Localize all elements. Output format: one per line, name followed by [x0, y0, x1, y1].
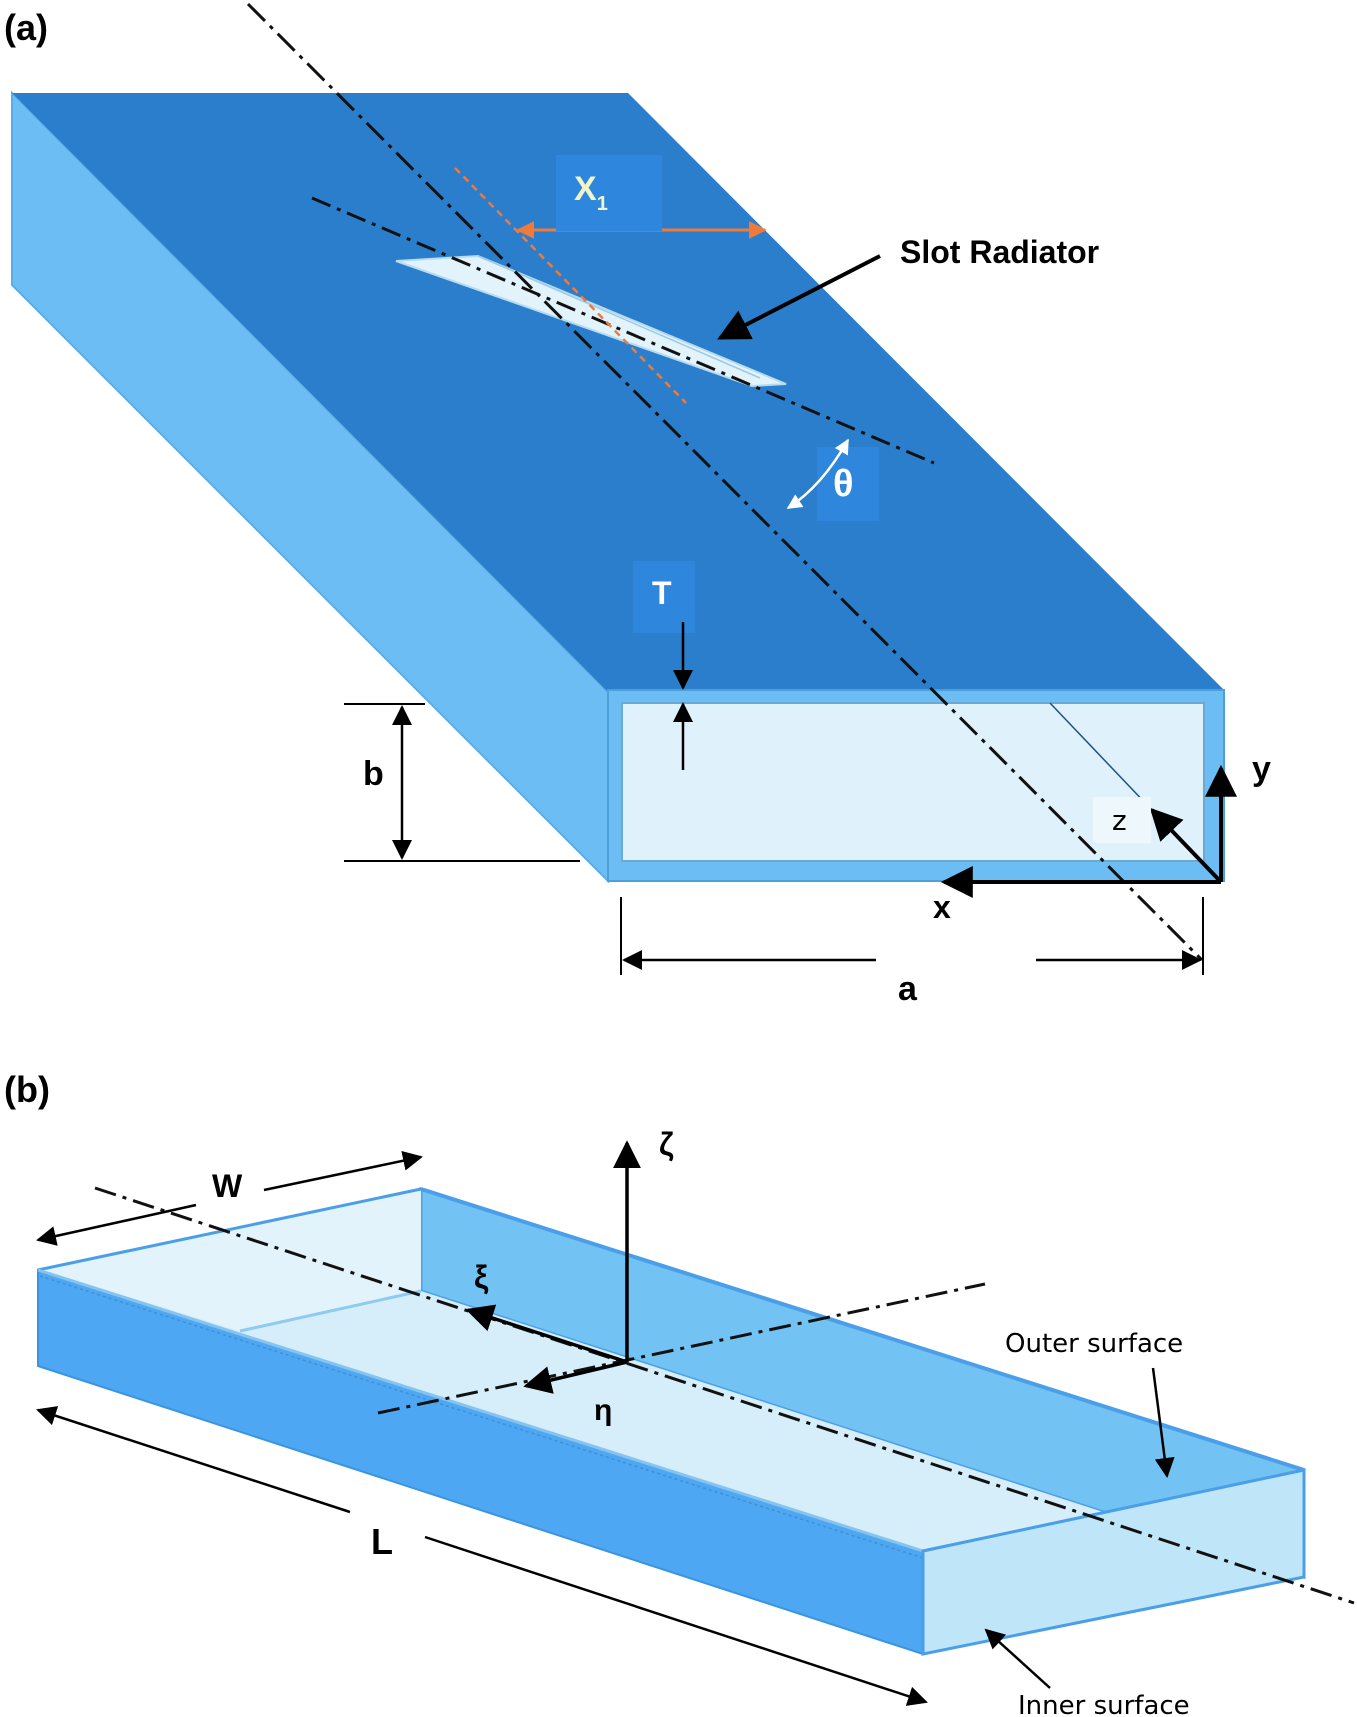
- panel-b: (b) ζ ξ η W L Outer: [4, 1069, 1355, 1717]
- axis-z-arrow: [1149, 807, 1223, 884]
- width-arrow-w-right: [263, 1150, 423, 1192]
- angle-label: θ: [833, 463, 854, 505]
- inner-floor-light: [38, 1189, 421, 1331]
- length-arrow-left: [36, 1406, 351, 1514]
- lid-top-edge: [420, 1187, 1305, 1472]
- waveguide-axis-line: [246, 2, 1204, 962]
- width-arrow-w-left: [36, 1203, 197, 1246]
- axis-x-label: x: [933, 889, 951, 925]
- slot-edge-line: [477, 255, 761, 379]
- axis-zeta-label: ζ: [659, 1126, 674, 1162]
- width-label: a: [898, 970, 918, 1008]
- waveguide-top-face: [12, 93, 1224, 692]
- panel-a: (a) X1 Slot Radiator θ T: [4, 2, 1271, 1008]
- axis-z-label-bg: [1093, 797, 1151, 843]
- outer-surface-label: Outer surface: [1005, 1329, 1183, 1359]
- axis-xi-label: ξ: [474, 1259, 489, 1295]
- slot-offset-reference-line: [454, 167, 687, 404]
- long-axis-line: [94, 1186, 1355, 1605]
- inner-surface-arrow: [984, 1628, 1051, 1689]
- panel-a-label: (a): [4, 7, 48, 48]
- offset-label: X1: [574, 170, 608, 215]
- angle-arc-arrow: [786, 438, 850, 510]
- cross-axis-line: [377, 1282, 986, 1415]
- offset-label-box: [556, 155, 662, 231]
- axis-y-label: y: [1252, 750, 1271, 788]
- slot-radiator: [395, 254, 787, 388]
- outer-surface-arrow: [1151, 1367, 1175, 1478]
- axis-z-label: z: [1112, 804, 1127, 837]
- slot-radiator-label: Slot Radiator: [900, 234, 1099, 270]
- axis-xi-arrow: [465, 1304, 628, 1364]
- thickness-label: T: [652, 575, 672, 611]
- inner-surface-label: Inner surface: [1018, 1691, 1190, 1717]
- height-label: b: [363, 755, 384, 793]
- front-top-edge-inner: [39, 1275, 924, 1559]
- panel-b-label: (b): [4, 1069, 50, 1110]
- front-top-edge: [37, 1268, 924, 1553]
- axis-eta-arrow: [523, 1360, 628, 1394]
- thickness-label-box: [633, 561, 695, 633]
- slot-callout-arrow: [717, 254, 881, 340]
- end-face: [921, 1468, 1306, 1656]
- interior-perspective-line: [1049, 702, 1151, 809]
- length-arrow-right: [424, 1535, 928, 1706]
- length-label: L: [371, 1521, 393, 1562]
- lid-far-edge: [37, 1187, 422, 1272]
- width-w-label: W: [212, 1168, 243, 1204]
- axis-eta-label: η: [594, 1394, 612, 1427]
- lid-inner-edge: [239, 1289, 422, 1333]
